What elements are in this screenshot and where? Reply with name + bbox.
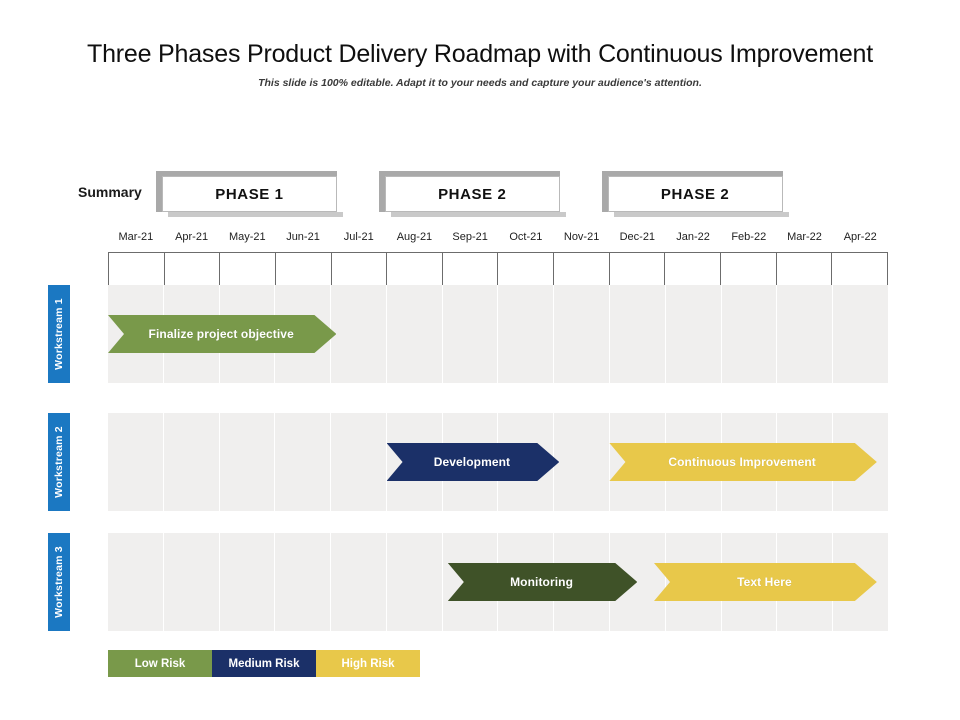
task-bar-label: Monitoring	[510, 575, 574, 589]
grid-tick-cell	[443, 253, 499, 285]
band-cell	[610, 533, 666, 631]
month-label: May-21	[228, 231, 266, 243]
phase-box-shadow-bottom	[168, 212, 343, 217]
phase-box-shadow-bottom	[390, 212, 566, 217]
workstream-row-2: Workstream 2 Development Continuous Improv…	[48, 413, 888, 511]
month-label: Jan-22	[676, 231, 710, 243]
month-label: Mar-22	[787, 231, 822, 243]
grid-tick-cell	[220, 253, 276, 285]
month-label: Dec-21	[619, 231, 656, 243]
page-subtitle: This slide is 100% editable. Adapt it to…	[258, 77, 702, 89]
phase-box-3[interactable]: PHASE 2	[607, 176, 783, 212]
month-label: Apr-22	[843, 231, 877, 243]
grid-tick-cell	[165, 253, 221, 285]
legend-item-1[interactable]: Low Risk	[108, 650, 212, 677]
band-cell	[220, 533, 276, 631]
month-label: Sep-21	[452, 231, 488, 243]
month-label: Apr-21	[175, 231, 209, 243]
grid-tick-cell	[832, 253, 887, 285]
band-cell	[164, 533, 220, 631]
grid-tick-cell	[332, 253, 388, 285]
band-cell	[554, 285, 611, 383]
task-bar[interactable]: Monitoring	[448, 563, 637, 601]
band-cell	[331, 533, 387, 631]
band-cell	[666, 285, 722, 383]
month-label: Mar-21	[118, 231, 154, 243]
band-cell	[777, 285, 834, 383]
month-label: Jul-21	[343, 231, 374, 243]
grid-tick-cell	[276, 253, 332, 285]
phase-box-1[interactable]: PHASE 1	[162, 176, 337, 212]
workstream-tab-2[interactable]: Workstream 2	[48, 413, 70, 511]
grid-tick-cell	[109, 253, 165, 285]
band-cell	[554, 413, 611, 511]
month-label: Aug-21	[396, 231, 433, 243]
band-cell	[833, 285, 888, 383]
grid-tick-cell	[498, 253, 555, 285]
grid-tick-cell	[665, 253, 722, 285]
workstream-row-1: Workstream 1 Finalize project objective	[48, 285, 888, 383]
band-cell	[108, 533, 164, 631]
band-cell	[610, 285, 666, 383]
task-bar-label: Continuous Improvement	[668, 455, 816, 469]
legend-item-3[interactable]: High Risk	[316, 650, 420, 677]
grid-tick-cell	[721, 253, 777, 285]
band-cell	[443, 285, 499, 383]
band-cell	[275, 413, 332, 511]
band-cell	[498, 285, 555, 383]
legend-item-2[interactable]: Medium Risk	[212, 650, 316, 677]
band-cell	[722, 285, 778, 383]
timeline-grid-header	[108, 252, 888, 285]
summary-label: Summary	[78, 184, 142, 200]
band-cell	[164, 413, 220, 511]
band-cell	[331, 285, 387, 383]
task-bar[interactable]: Development	[387, 443, 560, 481]
band-cell	[331, 413, 387, 511]
grid-tick-cell	[777, 253, 833, 285]
band-cell	[108, 413, 164, 511]
grid-tick-cell	[387, 253, 443, 285]
task-bar-label: Development	[433, 455, 511, 469]
month-label: Feb-22	[731, 231, 767, 243]
band-cell	[220, 413, 276, 511]
task-bar[interactable]: Text Here	[654, 563, 877, 601]
workstream-tab-label: Workstream 2	[53, 426, 65, 498]
grid-tick-cell	[554, 253, 610, 285]
workstream-tab-label: Workstream 1	[53, 298, 65, 370]
grid-tick-cell	[610, 253, 666, 285]
phase-box-shadow-bottom	[613, 212, 789, 217]
page-title: Three Phases Product Delivery Roadmap wi…	[87, 40, 873, 68]
timeline-month-axis: Mar-21 Apr-21 May-21 Jun-21 Jul-21 Aug-21 Sep-…	[108, 231, 888, 247]
workstream-row-3: Workstream 3 Monitoring Text Here	[48, 533, 888, 631]
task-bar-label: Text Here	[737, 575, 792, 589]
month-label: Nov-21	[563, 231, 600, 243]
workstream-tab-3[interactable]: Workstream 3	[48, 533, 70, 631]
month-label: Jun-21	[286, 231, 320, 243]
workstream-tab-label: Workstream 3	[53, 546, 65, 618]
phase-box-2[interactable]: PHASE 2	[384, 176, 560, 212]
task-bar-label: Finalize project objective	[148, 327, 294, 341]
band-cell	[387, 533, 443, 631]
band-cell	[387, 285, 443, 383]
band-cell	[275, 533, 332, 631]
task-bar[interactable]: Finalize project objective	[108, 315, 336, 353]
workstream-tab-1[interactable]: Workstream 1	[48, 285, 70, 383]
month-label: Oct-21	[509, 231, 543, 243]
task-bar[interactable]: Continuous Improvement	[609, 443, 876, 481]
